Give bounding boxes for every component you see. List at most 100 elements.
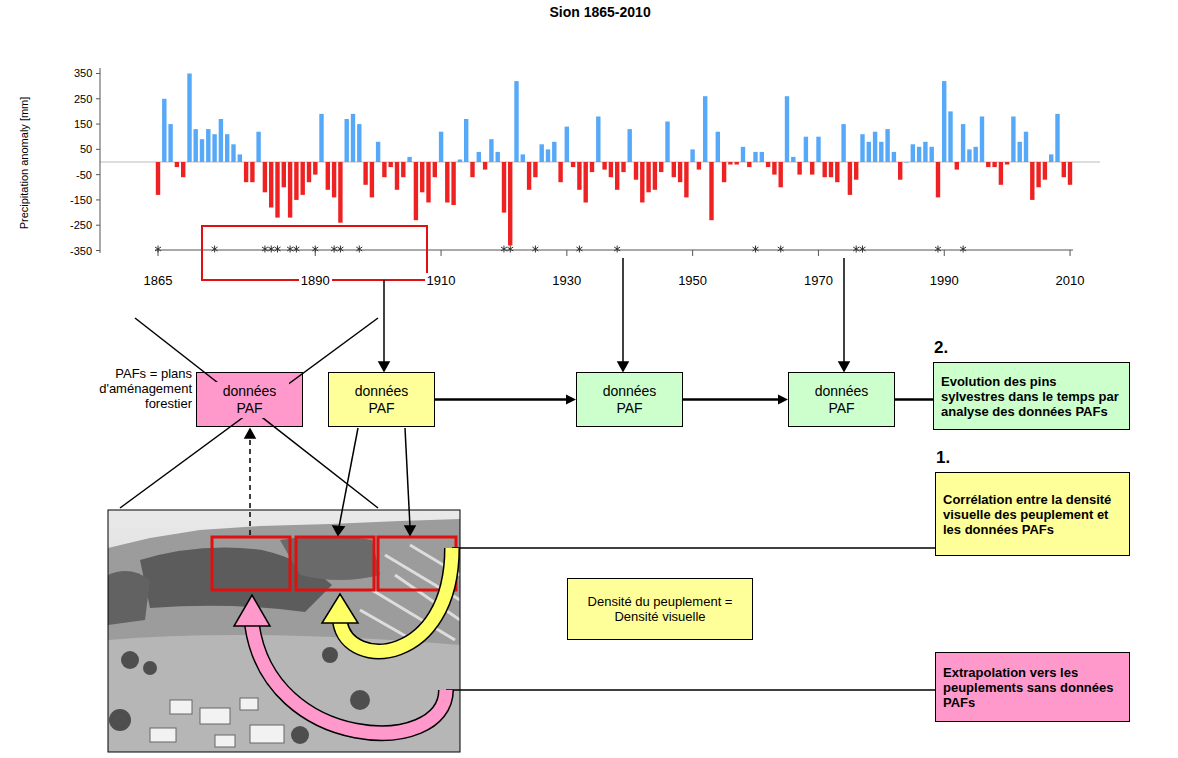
box-fill: [196, 372, 303, 427]
anomaly-bar: [785, 96, 789, 162]
anomaly-bar: [848, 162, 852, 195]
anomaly-bar: [602, 162, 606, 170]
anomaly-bar: [810, 162, 814, 175]
anomaly-bar: [703, 96, 707, 162]
anomaly-bar: [175, 162, 179, 167]
anomaly-bar: [357, 124, 361, 162]
axis-tick: [441, 250, 442, 256]
year-label: 1890: [299, 273, 332, 288]
asterisk-marker: [337, 246, 343, 253]
anomaly-bar: [338, 162, 342, 223]
anomaly-bar: [829, 162, 833, 177]
asterisk-marker: [312, 246, 318, 253]
year-label: 1910: [425, 273, 458, 288]
year-label: 1930: [550, 273, 583, 288]
data-box: données PAF: [328, 372, 435, 427]
anomaly-bar: [672, 162, 676, 177]
box-text: données PAF: [346, 383, 418, 417]
anomaly-bar: [552, 142, 556, 162]
anomaly-bar: [225, 134, 229, 162]
anomaly-bar: [709, 162, 713, 220]
anomaly-bar: [747, 162, 751, 167]
anomaly-bar: [804, 137, 808, 162]
connector-line: [683, 398, 779, 401]
stand-frames: [212, 537, 456, 590]
drought-markers: [155, 246, 966, 253]
box-text: Densité du peuplement = Densité visuelle: [580, 594, 740, 624]
anomaly-bar: [301, 162, 305, 195]
asterisk-marker: [275, 246, 281, 253]
correlation-arrow: [322, 548, 452, 651]
anomaly-bar: [433, 162, 437, 177]
anomaly-bar: [1068, 162, 1072, 185]
step-number: 1.: [936, 448, 950, 468]
data-box: données PAF: [788, 372, 895, 427]
anomaly-bar: [546, 149, 550, 162]
axis-tick: [944, 250, 945, 256]
anomaly-bar: [345, 119, 349, 162]
anomaly-bar: [980, 117, 984, 163]
anomaly-bar: [1024, 132, 1028, 162]
connector: [435, 395, 576, 405]
anomaly-bar: [735, 162, 739, 165]
highlight-frame: [202, 226, 427, 280]
anomaly-bar: [540, 144, 544, 162]
anomaly-bar: [584, 162, 588, 203]
axis-tick: [96, 98, 100, 99]
asterisk-marker: [532, 246, 538, 253]
asterisk-marker: [331, 246, 337, 253]
period-arrows: [379, 258, 849, 371]
anomaly-bar: [753, 152, 757, 162]
chart-title: Sion 1865-2010: [550, 4, 651, 20]
axis-tick-label: 50: [80, 143, 92, 155]
anomaly-bar: [772, 162, 776, 175]
anomaly-bar: [628, 129, 632, 162]
connector: [683, 395, 788, 405]
equation-box: Densité du peuplement = Densité visuelle: [567, 578, 753, 640]
asterisk-marker: [960, 246, 966, 253]
anomaly-bar: [1005, 162, 1009, 165]
box-text: Extrapolation vers les peuplements sans …: [943, 665, 1122, 710]
anomaly-bar: [665, 122, 669, 163]
anomaly-bar: [1018, 142, 1022, 162]
anomaly-bar: [445, 162, 449, 203]
anomaly-bar: [621, 162, 625, 172]
axis-tick-label: -250: [70, 219, 92, 231]
anomaly-bar: [187, 74, 191, 163]
anomaly-bar: [464, 119, 468, 162]
asterisk-marker: [507, 246, 513, 253]
year-label: 1950: [676, 273, 709, 288]
axis-tick: [96, 73, 100, 74]
anomaly-bar: [823, 162, 827, 177]
anomaly-bar: [678, 162, 682, 182]
anomaly-bar: [156, 162, 160, 195]
anomaly-bar: [288, 162, 292, 218]
anomaly-bar: [206, 129, 210, 162]
anomaly-bar: [489, 139, 493, 162]
year-label: 1970: [802, 273, 835, 288]
anomaly-bar: [250, 162, 254, 182]
asterisk-marker: [212, 246, 218, 253]
anomaly-bar: [986, 162, 990, 167]
anomaly-bar: [426, 162, 430, 203]
anomaly-bar: [376, 142, 380, 162]
anomaly-bar: [194, 129, 198, 162]
box-text: données PAF: [806, 383, 878, 417]
anomaly-bar: [1055, 114, 1059, 162]
anomaly-bar: [351, 114, 355, 162]
asterisk-marker: [155, 246, 161, 253]
anomaly-bar: [728, 162, 732, 165]
anomaly-bar: [615, 162, 619, 190]
year-label: 2010: [1054, 273, 1087, 288]
asterisk-marker: [614, 246, 620, 253]
anomaly-bar: [697, 162, 701, 170]
year-label: 1990: [928, 273, 961, 288]
anomaly-bar: [294, 162, 298, 200]
box-text: Evolution des pins sylvestres dans le te…: [941, 374, 1122, 419]
photo-frame: [108, 510, 460, 752]
anomaly-bar: [332, 162, 336, 197]
anomaly-bar: [382, 162, 386, 177]
anomaly-bar: [458, 160, 462, 163]
abbreviation-note: PAFs = plans d'aménagement forestier: [88, 366, 192, 411]
anomaly-bar: [181, 162, 185, 177]
